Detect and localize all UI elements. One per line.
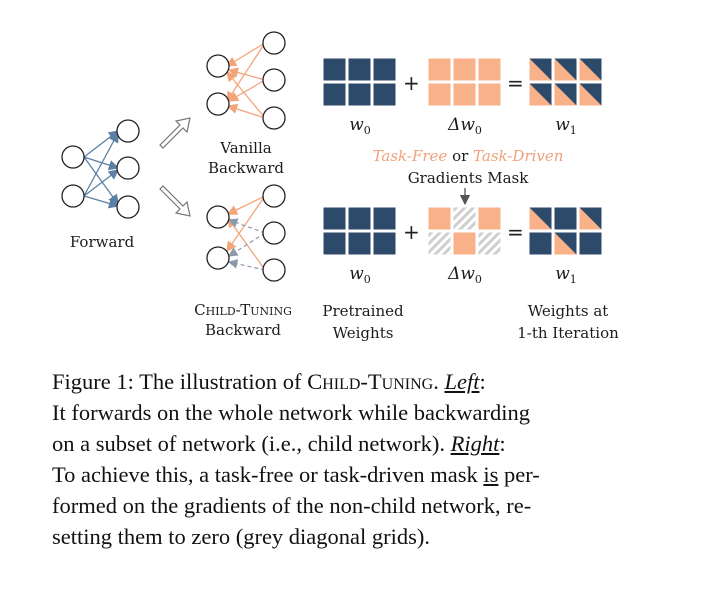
dw0-matrix-top bbox=[425, 55, 504, 109]
w1-symbol-top: w1 bbox=[555, 115, 577, 137]
child-edges-active bbox=[226, 195, 266, 271]
caption-line3-b: : bbox=[499, 431, 506, 456]
equals-sign-bottom: = bbox=[507, 220, 524, 244]
caption-line-5: formed on the gradients of the non-child… bbox=[52, 493, 532, 518]
caption-line1-a: Figure 1: The illustration of bbox=[52, 369, 308, 394]
w0-matrix-top bbox=[320, 55, 399, 109]
caption-child-tuning: Child-Tuning bbox=[307, 369, 434, 394]
w0-symbol-top-sub: 0 bbox=[363, 124, 371, 137]
mask-task-free: Task-Free bbox=[372, 147, 448, 165]
w0-symbol-bottom-base: w bbox=[349, 264, 364, 284]
forward-edges bbox=[83, 130, 120, 209]
w0-symbol-top: w0 bbox=[349, 115, 371, 137]
vanilla-label: Vanilla Backward bbox=[208, 138, 284, 178]
caption-line3-a: on a subset of network (i.e., child netw… bbox=[52, 431, 451, 456]
dw0-matrix-bottom bbox=[425, 204, 504, 258]
w1-symbol-bottom-sub: 1 bbox=[569, 273, 577, 286]
caption-line-1: Figure 1: The illustration of Child-Tuni… bbox=[52, 366, 652, 397]
vanilla-network bbox=[206, 31, 286, 130]
w0-symbol-top-base: w bbox=[349, 115, 364, 135]
forward-label: Forward bbox=[69, 233, 135, 251]
caption-right: Right bbox=[450, 431, 500, 456]
w1-symbol-top-base: w bbox=[555, 115, 570, 135]
weights-at-iteration-label: Weights at 1-th Iteration bbox=[517, 300, 619, 344]
w1-symbol-top-sub: 1 bbox=[569, 124, 577, 137]
figure-graphic bbox=[61, 31, 605, 282]
caption-line1-b: . bbox=[433, 369, 445, 394]
child-nodes bbox=[206, 184, 286, 282]
caption-line1-c: : bbox=[479, 369, 486, 394]
mask-task-driven: Task-Driven bbox=[473, 147, 564, 165]
w1-matrix-bottom bbox=[526, 204, 605, 258]
branch-arrows bbox=[159, 117, 191, 217]
w0-symbol-bottom: w0 bbox=[349, 264, 371, 286]
w1-symbol-bottom: w1 bbox=[555, 264, 577, 286]
vanilla-label-line1: Vanilla bbox=[220, 139, 272, 157]
dw0-symbol-top-base: Δw bbox=[448, 115, 475, 135]
caption-line-3: on a subset of network (i.e., child netw… bbox=[52, 428, 652, 459]
dw0-symbol-bottom-sub: 0 bbox=[474, 273, 482, 286]
vanilla-nodes bbox=[206, 31, 286, 130]
caption-line-6: setting them to zero (grey diagonal grid… bbox=[52, 524, 431, 549]
caption-line4-a: To achieve this, a task-free or task-dri… bbox=[52, 462, 484, 487]
child-edges-masked bbox=[227, 218, 266, 271]
pretrained-weights-label: Pretrained Weights bbox=[322, 300, 403, 344]
caption-line4-b: per- bbox=[498, 462, 540, 487]
w1-matrix-top bbox=[526, 55, 605, 109]
w1-symbol-bottom-base: w bbox=[555, 264, 570, 284]
weights-at-line1: Weights at bbox=[527, 302, 609, 320]
mask-label-line2: Gradients Mask bbox=[407, 169, 529, 187]
caption-left: Left bbox=[444, 369, 480, 394]
dw0-symbol-bottom-base: Δw bbox=[448, 264, 475, 284]
plus-sign-bottom: + bbox=[403, 220, 420, 244]
weights-at-line2: 1-th Iteration bbox=[517, 324, 619, 342]
mask-label-line1: Task-Free or Task-Driven bbox=[373, 147, 564, 165]
vanilla-label-line2: Backward bbox=[207, 159, 285, 177]
forward-nodes bbox=[61, 119, 140, 219]
dw0-symbol-top-sub: 0 bbox=[474, 124, 482, 137]
dw0-symbol-top: Δw0 bbox=[448, 115, 482, 137]
w0-symbol-bottom-sub: 0 bbox=[363, 273, 371, 286]
caption-is: is bbox=[483, 462, 499, 487]
child-network bbox=[206, 184, 286, 282]
dw0-symbol-bottom: Δw0 bbox=[448, 264, 482, 286]
equals-sign-top: = bbox=[507, 71, 524, 95]
pretrained-line2: Weights bbox=[332, 324, 394, 342]
forward-network bbox=[61, 119, 140, 219]
caption-line-4: To achieve this, a task-free or task-dri… bbox=[52, 459, 652, 490]
caption-line-2: It forwards on the whole network while b… bbox=[52, 400, 530, 425]
child-tuning-label: Child-Tuning Backward bbox=[194, 300, 292, 340]
pretrained-line1: Pretrained bbox=[322, 302, 404, 320]
vanilla-edges bbox=[225, 42, 266, 119]
figure-caption: Figure 1: The illustration of Child-Tuni… bbox=[52, 366, 652, 552]
mask-or: or bbox=[452, 147, 469, 165]
child-tuning-label-title: Child-Tuning bbox=[194, 301, 292, 319]
child-tuning-label-sub: Backward bbox=[204, 321, 282, 339]
plus-sign-top: + bbox=[403, 71, 420, 95]
w0-matrix-bottom bbox=[320, 204, 399, 258]
